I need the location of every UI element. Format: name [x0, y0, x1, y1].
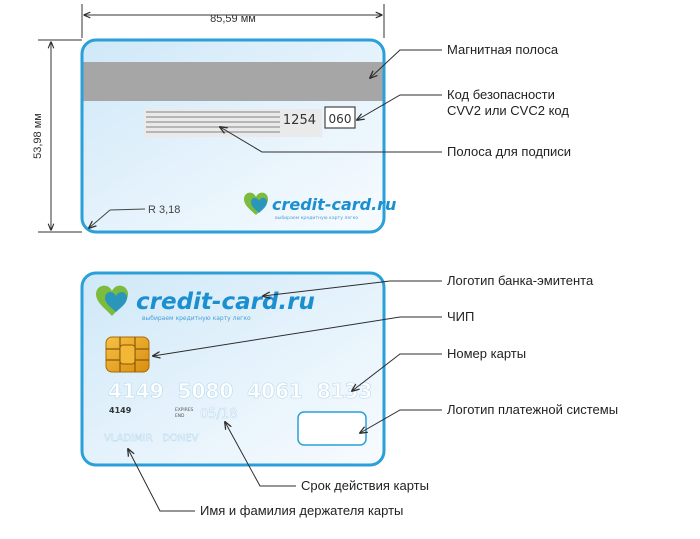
back-logo-tagline: выбираем кредитную карту легко [275, 215, 358, 221]
front-logo: credit-card.ru выбираем кредитную карту … [96, 285, 315, 322]
chip-icon [105, 336, 150, 373]
cvv-value: 060 [329, 112, 352, 126]
heart-logo-icon [96, 285, 128, 316]
label-security-code-1: Код безопасности [447, 87, 555, 102]
card-front: credit-card.ru выбираем кредитную карту … [80, 271, 386, 467]
callout-labels: Магнитная полоса Код безопасности CVV2 и… [200, 42, 618, 518]
label-chip: ЧИП [447, 309, 474, 324]
label-card-number: Номер карты [447, 346, 526, 361]
back-logo-brand: credit-card.ru [272, 195, 396, 214]
magnetic-stripe [83, 62, 383, 101]
signature-strip: 1254 [144, 109, 322, 137]
label-security-code-2: CVV2 или CVC2 код [447, 103, 569, 118]
front-logo-tagline: выбираем кредитную карту легко [142, 315, 251, 322]
label-signature-strip: Полоса для подписи [447, 144, 571, 159]
label-expiry: Срок действия карты [301, 478, 429, 493]
card-back: 1254 060 R 3,18 credit-card.ru выбираем … [80, 38, 396, 234]
cardholder-name: VLADIMIR DONEV [104, 433, 199, 444]
label-magnetic-stripe: Магнитная полоса [447, 42, 559, 57]
height-label: 53,98 мм [32, 113, 44, 159]
expires-label-2: END [175, 413, 185, 419]
label-holder-name: Имя и фамилия держателя карты [200, 503, 403, 518]
card-number: 4149 5080 4061 8133 [108, 379, 372, 403]
callout-lines [128, 49, 442, 512]
label-issuer-logo: Логотип банка-эмитента [447, 273, 594, 288]
expires-label-1: EXPIRES [175, 407, 194, 413]
radius-label: R 3,18 [148, 204, 180, 216]
dimension-height: 53,98 мм [32, 39, 82, 233]
card-number-small: 4149 [109, 406, 132, 415]
signature-digits: 1254 [283, 113, 316, 128]
heart-logo-icon [244, 192, 268, 215]
expiry-date: 05/18 [200, 407, 237, 422]
payment-system-logo-box [297, 411, 367, 446]
width-label: 85,59 мм [210, 13, 256, 25]
back-logo: credit-card.ru выбираем кредитную карту … [244, 192, 396, 221]
label-payment-system-logo: Логотип платежной системы [447, 402, 618, 417]
dimension-width: 85,59 мм [81, 4, 385, 38]
